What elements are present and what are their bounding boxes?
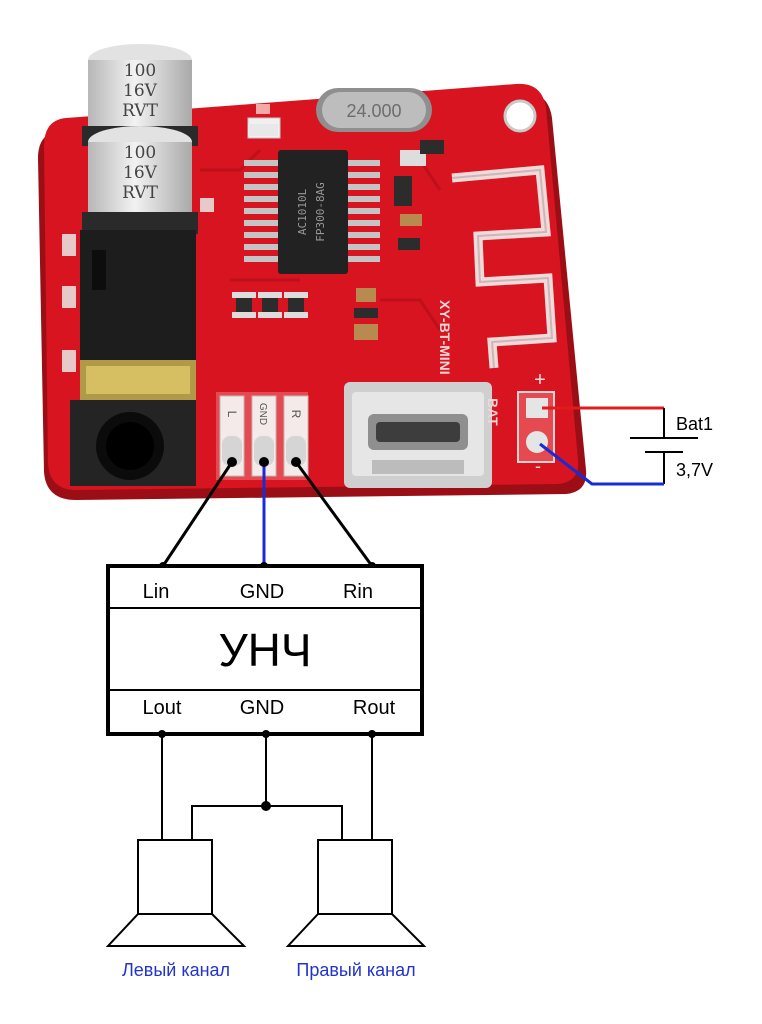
audio-jack xyxy=(70,230,196,486)
cap2-line1: 100 xyxy=(124,143,156,163)
chip-text-2: FP300-8AG xyxy=(314,182,327,242)
wire-right xyxy=(294,461,374,567)
amp-title: УНЧ xyxy=(218,624,311,676)
smd-components xyxy=(232,124,444,340)
amp-lin-label: Lin xyxy=(143,581,170,603)
amp-lout-label: Lout xyxy=(143,697,182,719)
wire-left xyxy=(161,461,234,567)
signal-wires xyxy=(159,457,376,570)
speaker-right-icon xyxy=(285,839,427,947)
speaker-wires xyxy=(161,734,373,840)
led-dome xyxy=(256,104,270,114)
wire-gnd-bus xyxy=(191,805,343,840)
bluetooth-board: 100 16V RVT 100 16V RVT 24 xyxy=(38,44,587,500)
battery-minus-wire xyxy=(539,442,664,486)
cap2-line3: RVT xyxy=(122,183,158,203)
amplifier-box xyxy=(106,564,424,736)
cap2-line2: 16V xyxy=(123,163,158,183)
chip-text-1: AC1010L xyxy=(296,188,309,235)
pad-label-gnd: GND xyxy=(257,403,268,425)
amp-gnd-in-label: GND xyxy=(240,581,284,603)
speaker-left-label: Левый канал xyxy=(122,960,230,980)
capacitor-2: 100 16V RVT xyxy=(82,126,198,234)
micro-usb-port xyxy=(344,382,492,488)
crystal-label: 24.000 xyxy=(346,101,401,121)
bat-pcb-label: BAT xyxy=(485,398,501,426)
battery-name: Bat1 xyxy=(676,414,713,434)
speaker-left-icon xyxy=(105,839,247,947)
speaker-right-label: Правый канал xyxy=(296,960,415,980)
crystal-oscillator: 24.000 xyxy=(316,88,432,132)
bat-minus-label: - xyxy=(535,456,541,476)
battery-voltage: 3,7V xyxy=(676,460,713,480)
cap1-line2: 16V xyxy=(123,81,158,101)
pcb-model-label: XY-BT-MINI xyxy=(437,300,453,375)
pad-label-r: R xyxy=(289,410,303,419)
cap1-line1: 100 xyxy=(124,61,156,81)
mounting-hole xyxy=(503,99,537,133)
bat-plus-label: + xyxy=(534,369,546,391)
amp-rout-label: Rout xyxy=(353,697,396,719)
capacitor-1: 100 16V RVT xyxy=(82,44,198,146)
amp-rin-label: Rin xyxy=(343,581,373,603)
main-chip: AC1010L FP300-8AG xyxy=(244,150,380,274)
battery-symbol: Bat1 3,7V xyxy=(539,406,713,486)
pad-label-l: L xyxy=(225,411,239,418)
amp-gnd-out-label: GND xyxy=(240,697,284,719)
cap1-line3: RVT xyxy=(122,101,158,121)
amplifier-block: Lin GND Rin УНЧ Lout GND Rout xyxy=(106,564,424,736)
